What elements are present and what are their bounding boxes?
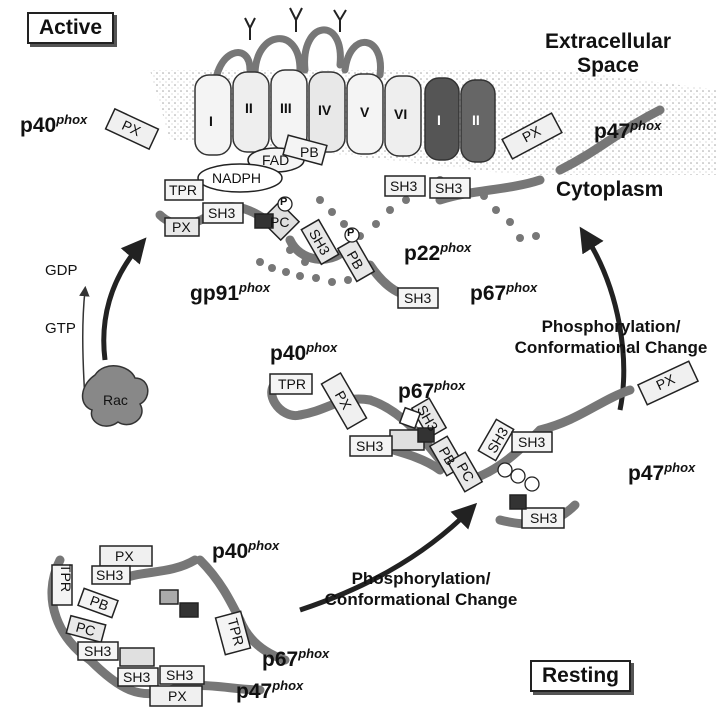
- cytoplasm-label: Cytoplasm: [556, 178, 663, 202]
- p40-name: p40: [20, 114, 56, 137]
- domain-fad: FAD: [262, 152, 289, 168]
- p67-label-intermediate: p67phox: [398, 378, 465, 404]
- phox-suffix: phox: [664, 460, 695, 475]
- domain-tpr-intermediate: TPR: [278, 376, 306, 392]
- extracellular-label: Extracellular Space: [528, 30, 688, 78]
- p47-name: p47: [236, 680, 272, 703]
- extracellular-line2: Space: [528, 54, 688, 78]
- helix-label-2: II: [245, 100, 253, 116]
- phosphorylation-label-upper: Phosphorylation/ Conformational Change: [505, 316, 717, 358]
- extracellular-line1: Extracellular: [528, 30, 688, 54]
- phox-suffix: phox: [272, 678, 303, 693]
- p47-label-intermediate: p47phox: [628, 460, 695, 486]
- gp91-label: gp91phox: [190, 280, 270, 306]
- phosphorylation-lower-line1: Phosphorylation/: [300, 568, 542, 589]
- p47-label-active: p47phox: [594, 118, 661, 144]
- p40-label-intermediate: p40phox: [270, 340, 337, 366]
- p67-label-active: p67phox: [470, 280, 537, 306]
- domain-px-p47-resting: PX: [168, 688, 187, 704]
- gtp-gdp-arrow: [83, 290, 85, 400]
- phox-suffix: phox: [630, 118, 661, 133]
- intermediate-phosphates: [498, 463, 539, 491]
- domain-sh3-p40-resting: SH3: [96, 567, 123, 583]
- domain-sh3-intermediate-d: SH3: [518, 434, 545, 450]
- intermediate-domain-boxes: [270, 361, 698, 528]
- gp91-name: gp91: [190, 282, 239, 305]
- p40-name: p40: [270, 342, 306, 365]
- phox-suffix: phox: [306, 340, 337, 355]
- domain-sh3-resting-a: SH3: [84, 643, 111, 659]
- helix-label-5: V: [360, 104, 369, 120]
- resting-state-label: Resting: [530, 660, 631, 692]
- p40-label-active: p40phox: [20, 112, 87, 138]
- p67-name: p67: [470, 282, 506, 305]
- phosphorylation-label-lower: Phosphorylation/ Conformational Change: [300, 568, 542, 610]
- phosphorylation-upper-line1: Phosphorylation/: [505, 316, 717, 337]
- p40-label-resting: p40phox: [212, 538, 279, 564]
- phox-suffix: phox: [506, 280, 537, 295]
- active-state-label: Active: [27, 12, 114, 44]
- domain-tpr-p40-resting: TPR: [58, 564, 74, 592]
- p22-name: p22: [404, 242, 440, 265]
- domain-sh3-p40-active: SH3: [208, 205, 235, 221]
- helix-label-1: I: [209, 113, 213, 129]
- p67-name: p67: [398, 380, 434, 403]
- helix-label-7: I: [437, 112, 441, 128]
- domain-sh3-intermediate-e: SH3: [530, 510, 557, 526]
- helix-label-4: IV: [318, 102, 331, 118]
- p47-name: p47: [594, 120, 630, 143]
- gdp-label: GDP: [45, 262, 78, 279]
- helix-label-6: VI: [394, 106, 407, 122]
- p47-name: p47: [628, 462, 664, 485]
- phosphate-p-2: P: [347, 227, 354, 239]
- helix-label-8: II: [472, 112, 480, 128]
- domain-nadph: NADPH: [212, 170, 261, 186]
- rac-label: Rac: [103, 392, 128, 408]
- gtp-label: GTP: [45, 320, 76, 337]
- p67-label-resting: p67phox: [262, 646, 329, 672]
- domain-sh3-p47a-active: SH3: [390, 178, 417, 194]
- phosphorylation-upper-line2: Conformational Change: [505, 337, 717, 358]
- p67-name: p67: [262, 648, 298, 671]
- domain-sh3-intermediate-b: SH3: [356, 438, 383, 454]
- domain-sh3-p47b-active: SH3: [435, 180, 462, 196]
- phox-suffix: phox: [440, 240, 471, 255]
- phox-suffix: phox: [298, 646, 329, 661]
- domain-tpr-active: TPR: [169, 182, 197, 198]
- helix-label-3: III: [280, 100, 292, 116]
- p47-label-resting: p47phox: [236, 678, 303, 704]
- phox-suffix: phox: [56, 112, 87, 127]
- domain-pc-active: PC: [270, 214, 289, 230]
- p40-name: p40: [212, 540, 248, 563]
- phox-suffix: phox: [239, 280, 270, 295]
- phosphorylation-lower-line2: Conformational Change: [300, 589, 542, 610]
- domain-sh3-c-active: SH3: [404, 290, 431, 306]
- phox-suffix: phox: [248, 538, 279, 553]
- phosphate-p-1: P: [280, 196, 287, 208]
- domain-pb-active: PB: [300, 144, 319, 160]
- rac-activation-arrow: [104, 245, 140, 360]
- domain-px-p40-resting: PX: [115, 548, 134, 564]
- domain-sh3-resting-c: SH3: [166, 667, 193, 683]
- domain-sh3-resting-b: SH3: [123, 669, 150, 685]
- domain-px-p67-active: PX: [172, 219, 191, 235]
- p22-label: p22phox: [404, 240, 471, 266]
- phox-suffix: phox: [434, 378, 465, 393]
